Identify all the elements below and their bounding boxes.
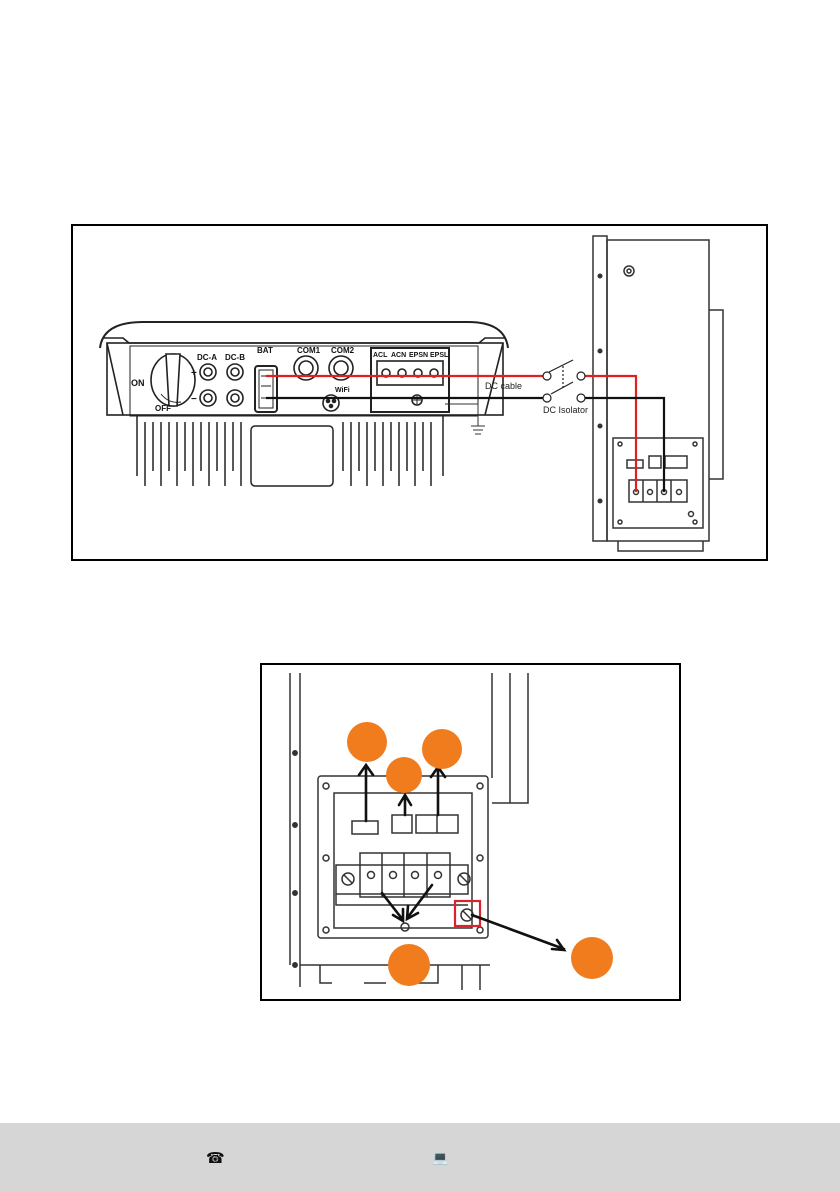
arrow-3	[431, 767, 445, 815]
callout-circle-3	[422, 729, 462, 769]
callout-circle-1	[347, 722, 387, 762]
dc-isolator-label: DC Isolator	[543, 405, 588, 415]
bat-label: BAT	[257, 346, 273, 355]
dc-isolator-switch	[543, 360, 585, 402]
terminal-detail-frame	[260, 663, 681, 1001]
terminal-detail-diagram	[262, 665, 679, 999]
minus-label: −	[191, 394, 197, 405]
callout-circle-2	[386, 757, 422, 793]
dc-cables	[266, 376, 664, 492]
com2-label: COM2	[331, 346, 355, 355]
arrow-5	[472, 915, 564, 950]
callout-circle-4	[388, 944, 430, 986]
heat-sink	[137, 416, 443, 486]
phone-icon: ☎	[206, 1151, 225, 1166]
terminal-epsn-label: EPSN	[409, 352, 428, 359]
switch-off-label: OFF	[155, 404, 171, 413]
callouts	[347, 722, 613, 986]
dc-switch	[151, 354, 195, 406]
laptop-icon: 💻	[432, 1151, 448, 1166]
terminal-acn-label: ACN	[391, 352, 406, 359]
terminal-epsl-label: EPSL	[430, 352, 449, 359]
plus-label: +	[191, 368, 197, 379]
switch-on-label: ON	[131, 378, 145, 388]
arrow-2	[399, 795, 411, 815]
arrow-4b	[407, 885, 432, 919]
bat-port	[255, 366, 277, 412]
cabinet-outline	[290, 673, 528, 990]
wiring-diagram-frame: ON OFF DC-A DC-B + − BAT COM1 COM2 WiFi …	[71, 224, 768, 561]
battery-cabinet	[593, 236, 723, 551]
ground-symbol	[445, 404, 485, 434]
dca-label: DC-A	[197, 353, 217, 362]
dc-connectors	[200, 364, 243, 406]
dc-cable-label: DC cable	[485, 381, 522, 391]
dcb-label: DC-B	[225, 353, 245, 362]
positive-dc-cable	[266, 376, 636, 492]
wiring-diagram: ON OFF DC-A DC-B + − BAT COM1 COM2 WiFi …	[73, 226, 766, 559]
callout-circle-5	[571, 937, 613, 979]
terminal-acl-label: ACL	[373, 352, 388, 359]
page-footer: ☎ 💻	[0, 1123, 840, 1192]
com1-label: COM1	[297, 346, 321, 355]
negative-dc-cable	[266, 398, 664, 492]
wifi-label: WiFi	[335, 387, 350, 394]
